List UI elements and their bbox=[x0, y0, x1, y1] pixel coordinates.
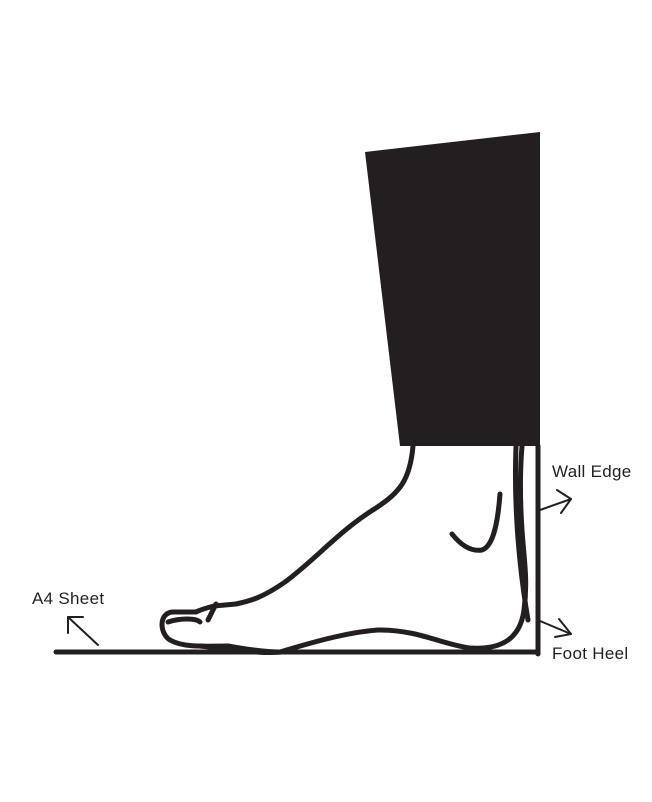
foot-heel-label: Foot Heel bbox=[552, 644, 628, 663]
wall-edge-label: Wall Edge bbox=[552, 462, 632, 481]
sole-curve bbox=[197, 643, 285, 656]
foot-heel-arrow bbox=[539, 618, 572, 638]
wall-edge-arrow bbox=[539, 489, 572, 514]
toe-nail bbox=[165, 616, 203, 625]
heel-inner-line bbox=[513, 443, 531, 623]
ankle-curve bbox=[449, 491, 503, 553]
trouser-leg bbox=[365, 132, 540, 446]
a4-sheet-arrow bbox=[67, 616, 99, 646]
a4-sheet-label: A4 Sheet bbox=[32, 589, 104, 608]
toe-line bbox=[205, 601, 219, 623]
